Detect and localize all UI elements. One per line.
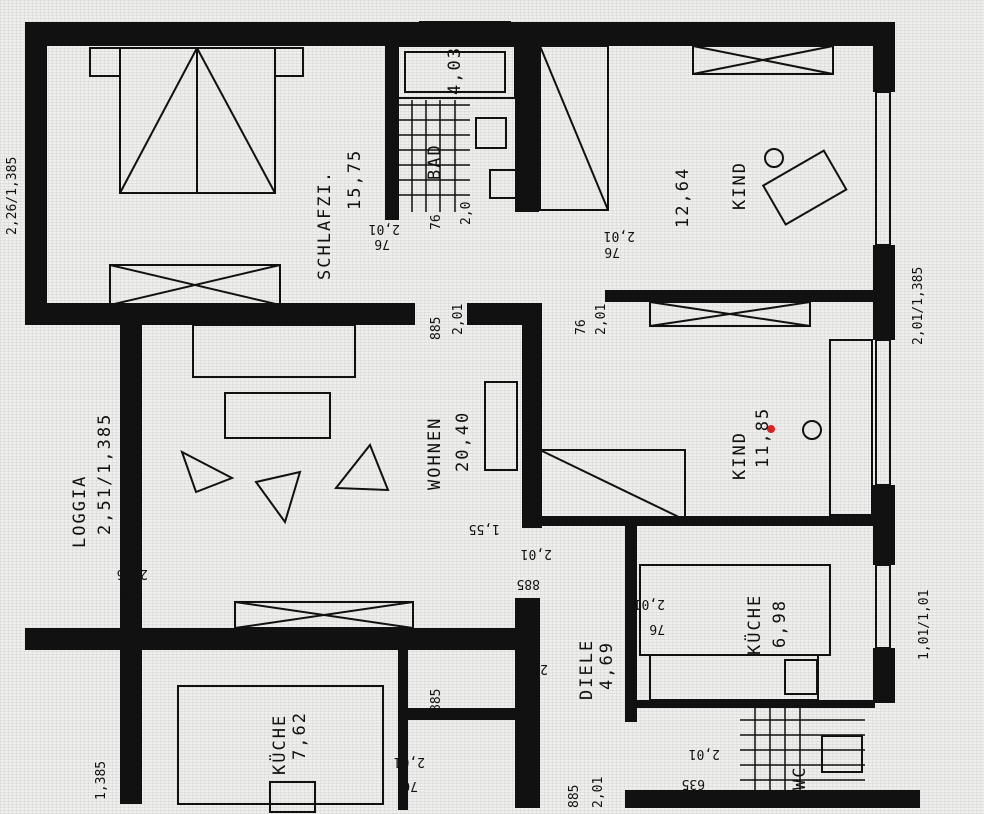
- door-3-height: 2,01: [451, 304, 466, 335]
- walls: [25, 22, 920, 810]
- opening-dimension: 2,26: [117, 566, 148, 581]
- wohnen-furniture: [180, 324, 518, 629]
- door-8-width: 76: [402, 778, 418, 793]
- loggia-window: 2,51/1,385: [95, 413, 115, 535]
- kitchen-furniture: [177, 564, 863, 813]
- area-diele: 4,69: [597, 641, 617, 690]
- label-kueche-2: KÜCHE: [268, 714, 290, 775]
- windows: [29, 21, 891, 796]
- kind1-furniture: [539, 45, 848, 226]
- loggia-door-width: 76: [119, 586, 135, 601]
- label-bad: BAD: [425, 143, 445, 180]
- door-4-height: 2,01: [594, 304, 609, 335]
- door-1-width: 76: [374, 236, 390, 251]
- red-marker: [767, 425, 775, 433]
- door-3-width: 885: [429, 317, 444, 340]
- bathroom-fixtures: [396, 45, 519, 199]
- area-wohnen: 20,40: [453, 411, 473, 472]
- label-kind-2: KIND: [730, 431, 750, 480]
- wardrobe-schlafzimmer: [109, 264, 281, 306]
- window-right-top: 2,01/1,385: [911, 267, 926, 345]
- label-wohnen: WOHNEN: [425, 417, 445, 490]
- wall-dimension: 885: [429, 689, 444, 712]
- label-kind-1: KIND: [730, 161, 750, 210]
- area-bad: 4,03: [445, 46, 465, 95]
- window-dimensions: 2,26/1,385 2,01/1,385 1,01/1,01 1,385: [5, 157, 932, 800]
- door-8-height: 2,01: [394, 754, 425, 769]
- door-4-width: 76: [574, 319, 589, 335]
- door-2-width: 76: [604, 244, 620, 259]
- bathroom-tiles: [399, 100, 470, 212]
- door-10-height: 2,01: [591, 777, 606, 808]
- area-schlafzimmer: 15,75: [345, 149, 365, 210]
- door-7-width: 51: [524, 684, 540, 699]
- door-9-height: 2,01: [689, 746, 720, 761]
- label-diele: DIELE: [577, 639, 597, 700]
- door-6-width: 76: [649, 621, 665, 636]
- area-kind-2: 11,85: [753, 407, 773, 468]
- door-2-height: 2,01: [604, 228, 635, 243]
- window-left-bottom: 1,385: [94, 761, 109, 800]
- label-schlafzimmer: SCHLAFZI.: [315, 170, 335, 280]
- door-1-height: 2,01: [369, 221, 400, 236]
- bed-double: [89, 47, 304, 194]
- door-7-height: 2,01: [517, 661, 548, 676]
- door-5-width: 885: [517, 576, 540, 591]
- door-6-height: 2,01: [634, 596, 665, 611]
- span-dimension: 1,55: [469, 521, 500, 536]
- label-kueche-1: KÜCHE: [743, 594, 765, 655]
- bad-door-width: 76: [429, 214, 444, 230]
- bad-door-height: 2,0: [459, 202, 474, 225]
- label-wc: WC: [790, 766, 810, 790]
- label-loggia: LOGGIA: [70, 475, 90, 548]
- area-kind-1: 12,64: [673, 167, 693, 228]
- area-kueche-2: 7,62: [290, 711, 310, 760]
- area-kueche-1: 6,98: [770, 599, 790, 648]
- door-9-width: 635: [682, 776, 705, 791]
- door-10-width: 885: [567, 785, 582, 808]
- door-5-height: 2,01: [521, 546, 552, 561]
- room-labels: SCHLAFZI. 15,75 BAD 4,03 KIND 12,64 KIND…: [70, 46, 810, 790]
- window-left-top: 2,26/1,385: [5, 157, 20, 235]
- door-dimensions: 76 2,01 76 2,01 885 2,01 76 2,01 885 2,0…: [117, 202, 720, 808]
- kind2-furniture: [539, 301, 873, 521]
- window-right-bottom: 1,01/1,01: [917, 590, 932, 660]
- wc-tiles: [740, 708, 865, 790]
